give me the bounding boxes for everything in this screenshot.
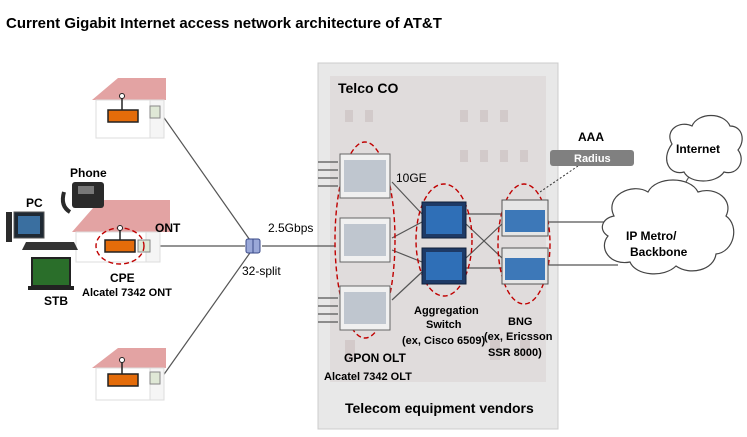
uplink-speed-label: 10GE [396,171,427,185]
radius-server-box [550,150,634,166]
olt-label: GPON OLT [344,351,406,365]
radius-label: Radius [574,153,611,165]
house-top [92,78,166,139]
links [150,111,691,381]
modem-icon [107,109,139,123]
bng-label-3: SSR 8000) [488,347,542,359]
pc-icon [6,211,78,250]
stb-label: STB [44,294,68,308]
olt-chassis-middle [339,217,391,263]
link-olt1-agg [391,181,423,215]
modem-icon [107,373,139,387]
splitter-ratio-label: 32-split [242,264,281,278]
bng-highlight-circle [497,183,551,305]
cpe-model-label: Alcatel 7342 ONT [82,287,172,299]
ip-metro-cloud [601,179,735,275]
olt-model-label: Alcatel 7342 OLT [324,371,412,383]
olt-chassis-bottom [339,285,391,331]
vendors-label: Telecom equipment vendors [345,400,534,416]
telco-co-panel: Telco CO Telecom equipment vendors [317,62,559,430]
link-speed-label: 2.5Gbps [268,221,313,235]
link-olt3-agg [391,271,423,301]
ip-metro-label-1: IP Metro/ [626,229,677,243]
link-house-bottom [159,249,253,381]
internet-label: Internet [676,142,720,156]
link-olt2-agg2 [391,249,423,263]
telco-co-label: Telco CO [338,80,399,96]
aggregation-highlight-circle [415,183,473,297]
phone-label: Phone [70,166,107,180]
aggregation-switch-top [421,201,467,239]
olt-chassis-top [339,153,391,199]
stb-icon [28,257,74,290]
internet-cloud [666,114,743,182]
ont-box-icon [149,371,161,385]
cpe-modem-icon [104,239,136,253]
bng-router-top [501,199,549,237]
link-house-top [159,111,253,244]
link-olt2-agg [391,221,423,239]
aggregation-label-3: (ex, Cisco 6509) [402,335,485,347]
bng-label-2: (ex, Ericsson [484,331,553,343]
ont-label: ONT [155,221,181,235]
building-windows [345,110,530,360]
aggregation-switch-bottom [421,247,467,285]
olt-highlight-circle [334,141,396,339]
ont-box-icon [149,105,161,119]
splitter-icon [245,238,261,254]
bng-router-bottom [501,247,549,285]
aggregation-label-2: Switch [426,319,462,331]
diagram-title: Current Gigabit Internet access network … [6,15,442,32]
pc-label: PC [26,196,43,210]
phone-icon [60,182,104,214]
aggregation-label-1: Aggregation [414,305,479,317]
house-bottom [92,348,166,401]
ip-metro-label-2: Backbone [630,245,688,259]
aaa-label: AAA [578,130,604,144]
bng-label-1: BNG [508,316,532,328]
cpe-label: CPE [110,271,135,285]
